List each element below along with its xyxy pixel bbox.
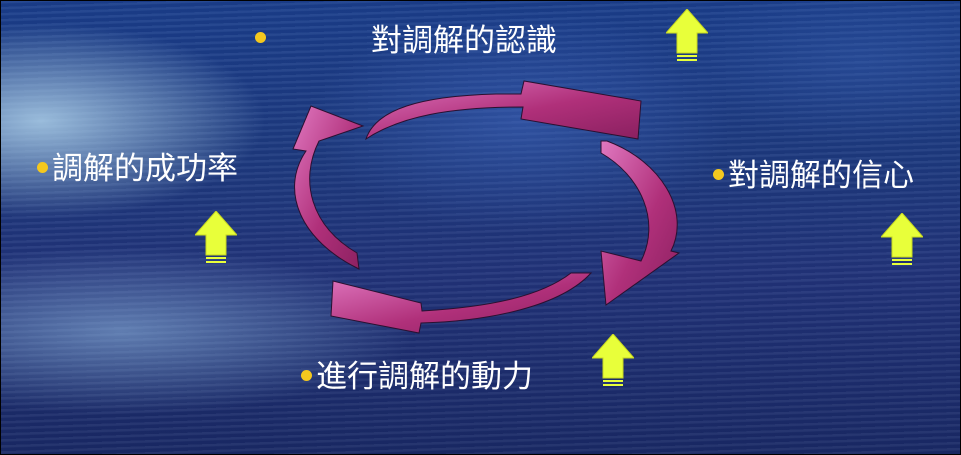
up-arrow-icon bbox=[592, 334, 634, 386]
cycle-arrow-top bbox=[365, 80, 642, 141]
node-success-rate-text: 調解的成功率 bbox=[52, 151, 238, 187]
up-arrow-icon bbox=[881, 213, 923, 265]
bullet-icon bbox=[301, 370, 312, 381]
bullet-icon bbox=[713, 169, 724, 180]
node-motivation-text: 進行調解的動力 bbox=[316, 359, 533, 395]
up-arrow-icon bbox=[195, 211, 237, 263]
node-motivation-label: 進行調解的動力 bbox=[301, 359, 533, 395]
node-confidence-label: 對調解的信心 bbox=[713, 158, 914, 194]
cycle-arrow-left bbox=[292, 105, 365, 270]
bullet-icon bbox=[37, 162, 48, 173]
cycle-arrow-right bbox=[600, 140, 681, 306]
node-confidence-text: 對調解的信心 bbox=[728, 158, 914, 194]
node-success-rate-label: 調解的成功率 bbox=[37, 151, 238, 187]
node-recognition-label: 對調解的認識 bbox=[371, 23, 557, 59]
cycle-arrow-bottom bbox=[330, 272, 593, 334]
up-arrow-icon bbox=[666, 9, 708, 61]
bullet-icon bbox=[255, 32, 266, 43]
